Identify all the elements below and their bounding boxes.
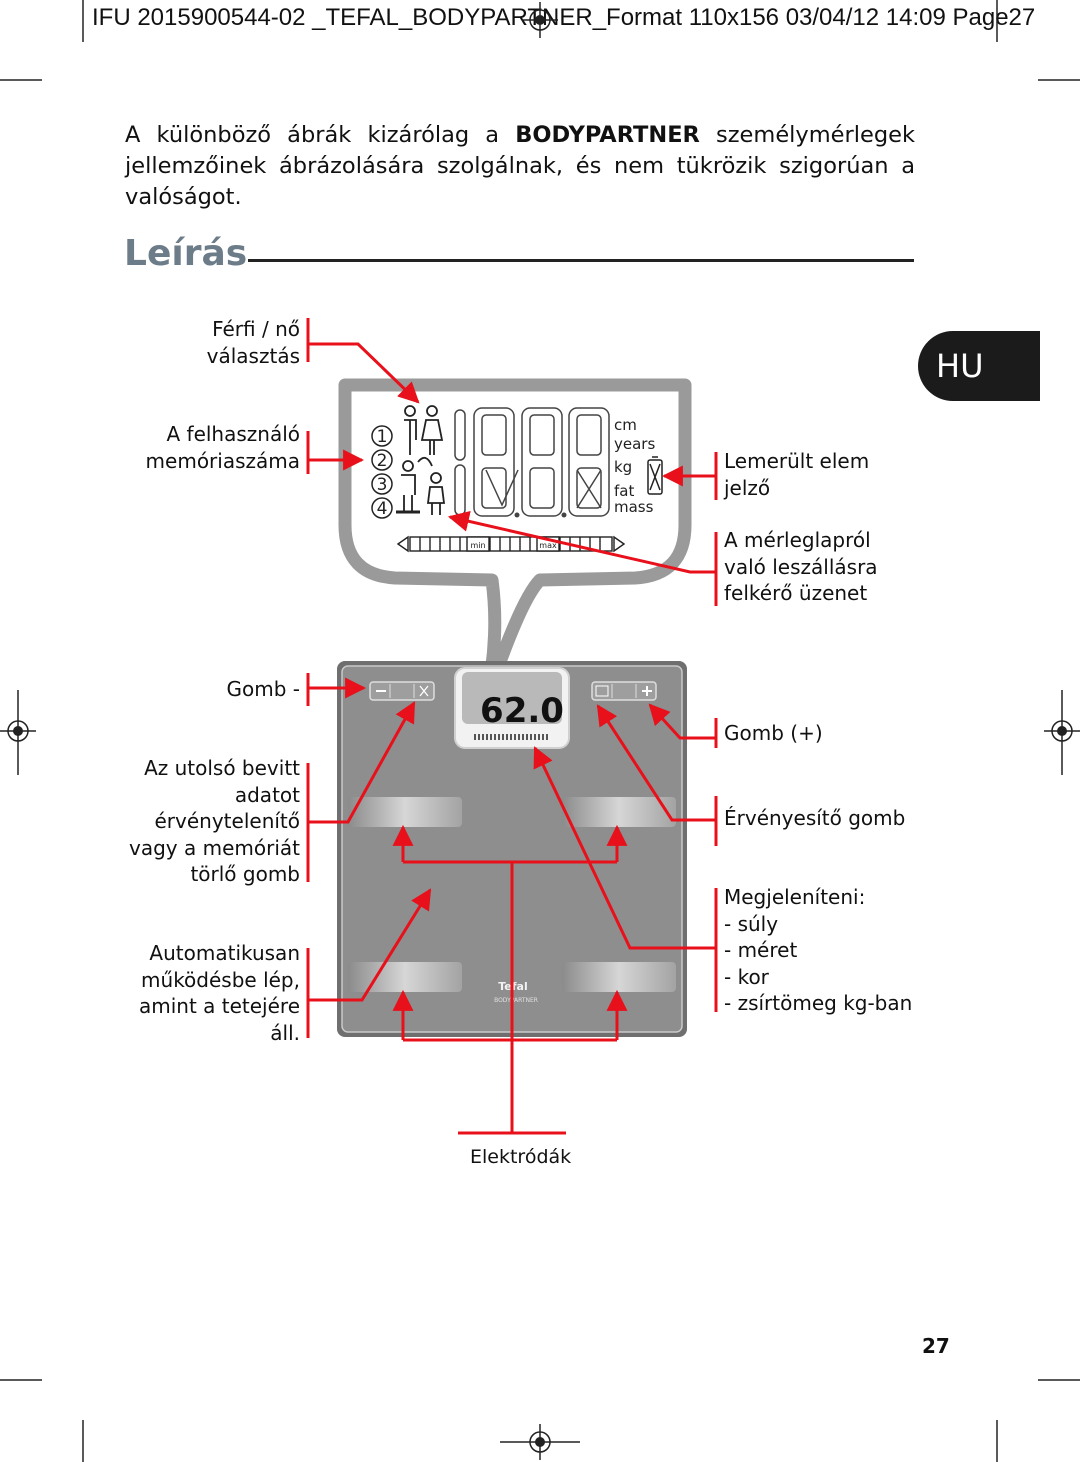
lcd-digit-segments [454, 407, 610, 517]
lcd-memory-2: 2 [377, 451, 388, 471]
label-auto-line4: áll. [270, 1020, 300, 1045]
print-header: IFU 2015900544-02 _TEFAL_BODYPARTNER_For… [92, 4, 1036, 31]
label-auto-line2: működésbe lép, [141, 967, 300, 992]
label-display-heading: Megjeleníteni: [724, 885, 866, 909]
callout-arrows [306, 318, 718, 1135]
label-gender-line2: választás [206, 343, 300, 368]
label-undo-line1: Az utolsó bevitt [144, 756, 300, 780]
lcd-unit-fat: fat [614, 482, 634, 500]
label-auto-line1: Automatikusan [149, 941, 300, 965]
scale-display-value: 62.0 [480, 691, 564, 731]
lcd-memory-numbers: 1 2 3 4 [371, 425, 393, 519]
label-undo-line5: törlő gomb [190, 862, 300, 886]
label-gender-select: Férfi / nő választás [150, 316, 300, 369]
label-button-plus-text: Gomb (+) [724, 721, 823, 745]
label-step-off-line3: felkérő üzenet [724, 581, 868, 605]
label-user-memory-line1: A felhasználó [166, 422, 300, 446]
scale-body [337, 661, 687, 1037]
label-auto-line3: amint a tetejére [138, 994, 300, 1018]
lcd-bar-max: max [539, 541, 557, 550]
language-tab: HU [918, 331, 1040, 401]
lcd-unit-years: years [614, 435, 655, 453]
plus-button[interactable] [591, 681, 657, 701]
label-undo-line3: érvénytelenítő [154, 809, 301, 833]
label-confirm-text: Érvényesítő gomb [724, 806, 906, 830]
electrodes [348, 797, 676, 992]
label-step-off-line1: A mérleglapról [724, 528, 871, 552]
lcd-person-icons [396, 405, 446, 515]
label-button-plus: Gomb (+) [724, 720, 924, 747]
section-title: Leírás [124, 233, 248, 274]
lcd-units: cm years kg fat mass [614, 416, 655, 516]
lcd-unit-cm: cm [614, 416, 637, 434]
minus-button[interactable] [369, 681, 435, 701]
title-rule [248, 259, 914, 262]
lcd-memory-4: 4 [377, 499, 388, 519]
lcd-bar-min: min [470, 541, 485, 550]
intro-paragraph: A különböző ábrák kizárólag a BODYPARTNE… [125, 120, 915, 213]
label-display: Megjeleníteni: - súly - méret - kor - zs… [724, 884, 954, 1017]
lcd-memory-3: 3 [377, 475, 388, 495]
label-display-item-fat: - zsírtömeg kg-ban [724, 991, 913, 1015]
label-user-memory-line2: memóriaszáma [145, 448, 300, 473]
label-step-off: A mérleglapról való leszállásra felkérő … [724, 527, 924, 607]
label-button-minus-text: Gomb - [226, 677, 301, 701]
label-electrodes: Elektródák [470, 1146, 572, 1168]
scale-display: 62.0 [454, 667, 570, 749]
language-tab-label: HU [936, 347, 984, 385]
label-undo-delete: Az utolsó bevitt adatot érvénytelenítő v… [110, 755, 300, 888]
label-auto-start: Automatikusan működésbe lép, amint a tet… [110, 940, 300, 1046]
label-user-memory: A felhasználó memóriaszáma [130, 421, 300, 474]
label-low-battery: Lemerült elem jelző [724, 448, 924, 501]
intro-part2: személymérlegek jellemzőinek ábrázolásár… [125, 122, 915, 210]
label-button-minus: Gomb - [150, 676, 301, 703]
scale-model: BODYPARTNER [494, 997, 538, 1004]
lcd-progress-bar [396, 535, 626, 553]
page-number: 27 [922, 1334, 950, 1358]
label-display-item-weight: - súly [724, 911, 779, 936]
label-low-battery-line1: Lemerült elem [724, 449, 870, 473]
label-undo-line2: adatot [234, 782, 300, 807]
label-undo-line4: vagy a memóriát [129, 835, 300, 860]
lcd-memory-1: 1 [377, 427, 388, 447]
label-gender-line1: Férfi / nő [212, 317, 300, 341]
label-confirm-button: Érvényesítő gomb [724, 805, 944, 832]
lcd-unit-mass: mass [614, 498, 654, 516]
intro-brand: BODYPARTNER [515, 122, 700, 148]
label-display-item-height: - méret [724, 938, 798, 962]
label-step-off-line2: való leszállásra [724, 554, 878, 579]
lcd-unit-kg: kg [614, 458, 632, 476]
intro-part1: A különböző ábrák kizárólag a [125, 122, 516, 148]
label-display-item-age: - kor [724, 964, 769, 989]
label-low-battery-line2: jelző [724, 475, 771, 500]
